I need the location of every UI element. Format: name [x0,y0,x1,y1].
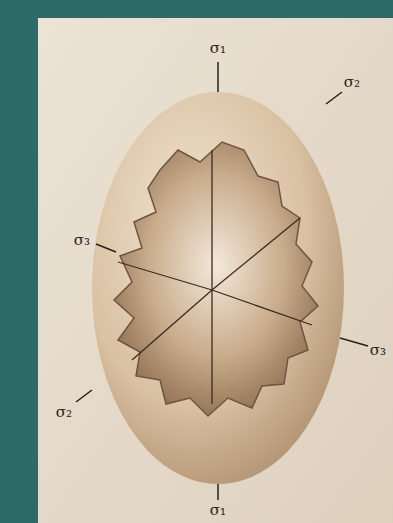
stress-axis-label: σ₃ [74,233,90,248]
stress-axis-label: σ₁ [210,503,226,518]
stress-axis-label: σ₁ [210,41,226,56]
stress-axis-label: σ₂ [56,405,72,420]
stress-axis-label: σ₃ [370,343,386,358]
stress-axis-label: σ₂ [344,75,360,90]
